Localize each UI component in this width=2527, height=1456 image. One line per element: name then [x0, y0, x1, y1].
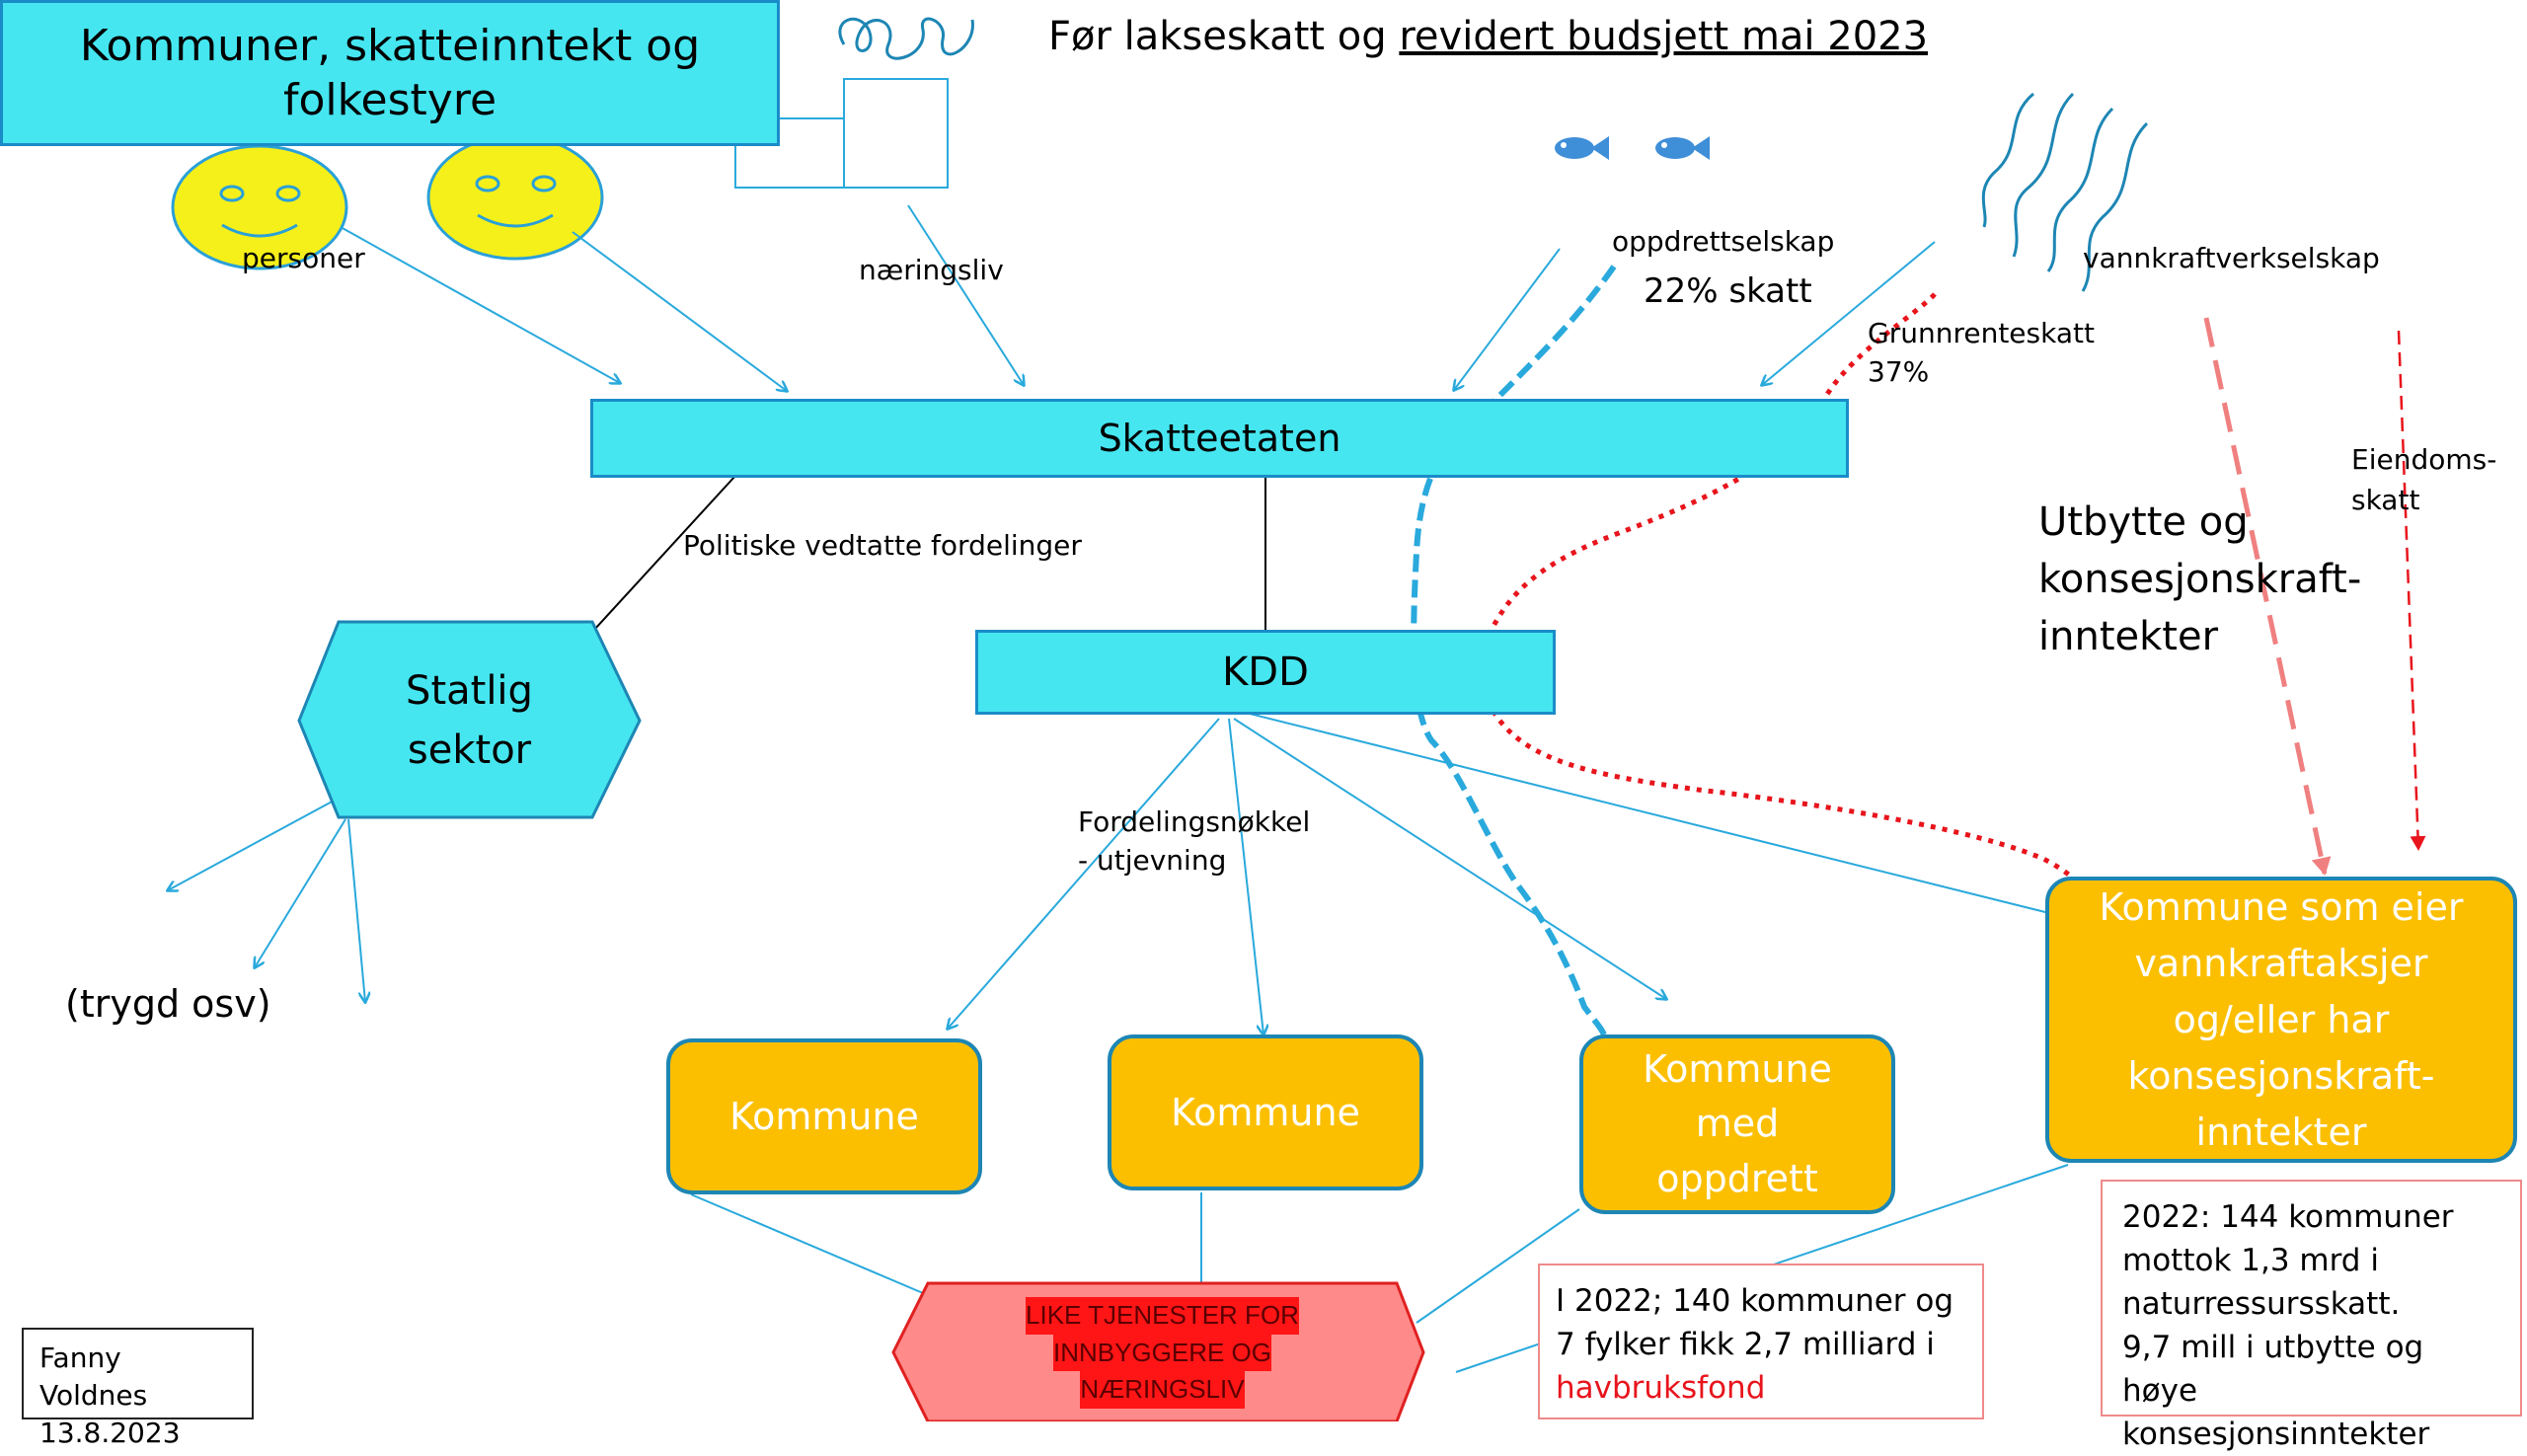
skatteetaten-box: Skatteetaten: [590, 399, 1849, 478]
state-sector-label: Statlig sektor: [319, 651, 620, 790]
kommune-vk-line-2: vannkraftaksjer: [2134, 941, 2428, 985]
kommune-box-2: Kommune: [1108, 1035, 1423, 1190]
label-grunnrente: Grunnrenteskatt 37%: [1868, 316, 2095, 389]
smiley-face-icon: [426, 134, 604, 261]
havbruk-line-3: havbruksfond: [1556, 1370, 1766, 1407]
equal-services-label: LIKE TJENESTER FOR INNBYGGERE OG NÆRINGS…: [928, 1291, 1397, 1415]
kdd-label: KDD: [1222, 650, 1309, 695]
label-oppdrettselskap: oppdrettselskap: [1612, 225, 1835, 258]
naturressurs-line-2: mottok 1,3 mrd i: [2122, 1243, 2379, 1279]
fish-icon: [1655, 136, 1710, 160]
label-personer: personer: [242, 242, 365, 274]
eiendom-line-1: Eiendoms-: [2351, 443, 2497, 476]
kdd-box: KDD: [975, 630, 1556, 715]
title-line-1: Kommuner, skatteinntekt og: [79, 21, 701, 71]
kommune-1-label: Kommune: [729, 1095, 919, 1138]
squiggle-icon: [838, 17, 974, 60]
title-line-2: folkestyre: [282, 75, 498, 125]
label-eiendomsskatt: Eiendoms- skatt: [2351, 442, 2496, 517]
label-naeringsliv: næringsliv: [859, 254, 1004, 286]
state-sector-hexagon: [297, 620, 642, 819]
utbytte-line-1: Utbytte og: [2038, 499, 2249, 545]
state-sector-line-1: Statlig: [406, 668, 533, 714]
kommune-vk-line-5: inntekter: [2195, 1110, 2367, 1154]
kommune-vk-line-4: konsesjonskraft-: [2127, 1053, 2435, 1098]
equal-services-line-2: INNBYGGERE OG: [1052, 1334, 1272, 1372]
havbruksfond-note: I 2022; 140 kommuner og 7 fylker fikk 2,…: [1538, 1264, 1984, 1419]
author-date: 13.8.2023: [39, 1416, 181, 1449]
kommune-opp-line-2: med: [1695, 1102, 1780, 1146]
fordeling-line-2: - utjevning: [1078, 844, 1227, 877]
dividend-flow-arrow: [2203, 317, 2332, 876]
author-name: Fanny Voldnes: [39, 1341, 148, 1412]
eiendom-line-2: skatt: [2351, 484, 2420, 516]
naturressurs-note: 2022: 144 kommuner mottok 1,3 mrd i natu…: [2101, 1180, 2522, 1452]
naturressurs-line-5: konsesjonsinntekter: [2122, 1417, 2430, 1453]
kommune-oppdrett-box: Kommune med oppdrett: [1579, 1035, 1895, 1214]
label-22-skatt: 22% skatt: [1644, 271, 1812, 311]
distribution-arrows: [948, 712, 2061, 1035]
smiley-face-icon: [171, 144, 348, 270]
fordeling-line-1: Fordelingsnøkkel: [1078, 805, 1311, 838]
utbytte-line-3: inntekter: [2038, 614, 2219, 659]
page-heading: Før lakseskatt og revidert budsjett mai …: [1048, 14, 1928, 59]
naturressurs-line-3: naturressursskatt.: [2122, 1286, 2401, 1323]
kommune-vk-line-1: Kommune som eier: [2099, 884, 2464, 929]
kommune-2-label: Kommune: [1171, 1091, 1360, 1134]
kommune-opp-line-3: oppdrett: [1656, 1156, 1818, 1200]
havbruk-line-1: I 2022; 140 kommuner og: [1556, 1283, 1954, 1319]
tax-flow-arrows: [340, 204, 1936, 391]
grunnrente-line-2: 37%: [1868, 355, 1930, 388]
kommune-box-1: Kommune: [666, 1038, 982, 1194]
water-waves-icon: [1981, 92, 2149, 292]
naturressurs-line-1: 2022: 144 kommuner: [2122, 1199, 2454, 1235]
connector-lines: [593, 475, 1266, 631]
label-fordelingsnokkel: Fordelingsnøkkel - utjevning: [1078, 805, 1310, 878]
skatteetaten-label: Skatteetaten: [1098, 417, 1341, 460]
label-politiske: Politiske vedtatte fordelinger: [683, 529, 1082, 562]
fish-icon: [1555, 136, 1609, 160]
kommune-vk-line-3: og/eller har: [2173, 997, 2390, 1041]
naturressurs-line-4: 9,7 mill i utbytte og høye: [2122, 1330, 2424, 1410]
author-box: Fanny Voldnes 13.8.2023: [22, 1328, 254, 1449]
building-outline-icon: [734, 78, 949, 189]
equal-services-line-3: NÆRINGSLIV: [1080, 1371, 1245, 1410]
label-utbytte: Utbytte og konsesjonskraft- inntekter: [2038, 494, 2361, 665]
heading-underlined: revidert budsjett mai 2023: [1399, 14, 1929, 59]
kommune-opp-line-1: Kommune: [1643, 1047, 1832, 1092]
utbytte-line-2: konsesjonskraft-: [2038, 557, 2362, 602]
heading-prefix: Før lakseskatt og: [1048, 14, 1400, 59]
label-vannkraft: vannkraftverkselskap: [2083, 242, 2380, 274]
havbruk-line-2: 7 fylker fikk 2,7 milliard i: [1556, 1327, 1935, 1363]
title-box: Kommuner, skatteinntekt og folkestyre: [0, 0, 780, 146]
property-tax-arrow: [2397, 330, 2426, 851]
equal-services-line-1: LIKE TJENESTER FOR: [1026, 1296, 1299, 1335]
kommune-vannkraft-box: Kommune som eier vannkraftaksjer og/elle…: [2045, 877, 2517, 1163]
grunnrente-line-1: Grunnrenteskatt: [1868, 317, 2095, 349]
state-sector-line-2: sektor: [407, 728, 532, 773]
state-sector-arrows: [168, 799, 365, 1002]
label-trygd: (trygd osv): [65, 982, 271, 1026]
